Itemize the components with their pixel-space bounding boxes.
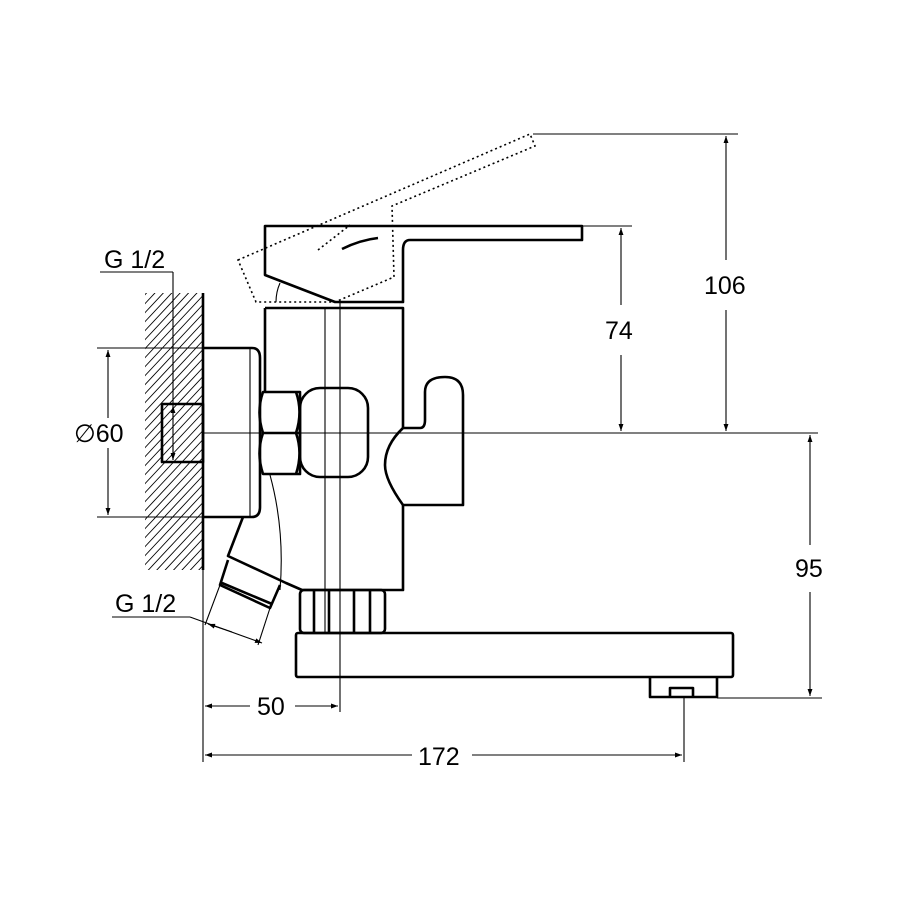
hatch-line <box>145 339 203 404</box>
dim-95-label: 95 <box>795 555 823 583</box>
hatch-line <box>145 293 156 305</box>
hatch-line <box>145 465 203 530</box>
inlet-curve <box>269 474 282 591</box>
hatch-line <box>145 357 203 422</box>
hatch-line <box>145 293 198 350</box>
hatch-line <box>145 293 181 332</box>
hatch-line <box>145 492 203 557</box>
diverter-knob <box>383 375 465 507</box>
hatch-line <box>145 438 203 503</box>
thread-top-label: G 1/2 <box>104 246 165 274</box>
angled-inlet <box>226 516 303 592</box>
hatch-line <box>145 420 203 485</box>
hatch-line <box>145 330 203 395</box>
lever-arc <box>275 282 281 303</box>
dim-172-label: 172 <box>418 743 460 771</box>
hatch-line <box>145 402 203 467</box>
hatch-line <box>145 294 203 359</box>
hatch-line <box>145 303 203 368</box>
dim-106-label: 106 <box>704 272 746 300</box>
inlet-ext-1 <box>204 584 221 626</box>
hatch-line <box>145 384 203 449</box>
hex-nut-edge <box>294 391 301 475</box>
lever-raised-outline <box>236 132 537 303</box>
inlet-ext-2 <box>257 607 271 646</box>
hex-nut <box>258 390 302 476</box>
hatch-line <box>172 537 203 570</box>
hatch-line <box>145 501 203 566</box>
wall-hatching <box>145 293 203 570</box>
lever-raised-detail <box>317 224 351 251</box>
hatch-line <box>147 510 203 570</box>
hatch-line <box>189 555 203 570</box>
hatch-line <box>145 293 190 341</box>
aerator <box>648 677 719 699</box>
hatch-line <box>145 393 203 458</box>
lever-handle <box>263 224 584 304</box>
hatch-line <box>145 375 203 440</box>
hatch-line <box>181 546 203 570</box>
spout-nut-ribs <box>312 590 372 633</box>
hatch-line <box>156 519 203 570</box>
hatch-line <box>145 321 203 386</box>
inlet-stub <box>160 402 205 464</box>
hatch-line <box>145 411 203 476</box>
hatch-line <box>145 293 164 314</box>
angled-inlet-nut <box>218 559 282 610</box>
hatch-line <box>145 366 203 431</box>
hatch-line <box>145 447 203 512</box>
spout <box>294 631 735 679</box>
thread-bottom-label: G 1/2 <box>115 590 176 618</box>
hatch-line <box>145 429 203 494</box>
hatch-line <box>145 348 203 413</box>
wall-flange <box>203 346 262 519</box>
hatch-line <box>145 312 203 377</box>
hatch-line <box>145 483 203 548</box>
dim-50-label: 50 <box>257 693 285 721</box>
body-connector <box>298 386 370 479</box>
hatch-line <box>164 528 203 570</box>
thread-bottom-arrow <box>207 623 233 633</box>
hatch-line <box>145 474 203 539</box>
dim-74-label: 74 <box>605 317 633 345</box>
mixer-body <box>263 306 405 592</box>
hatch-line <box>145 293 173 323</box>
diameter-label: ∅60 <box>74 420 124 448</box>
lever-detail <box>341 236 379 251</box>
